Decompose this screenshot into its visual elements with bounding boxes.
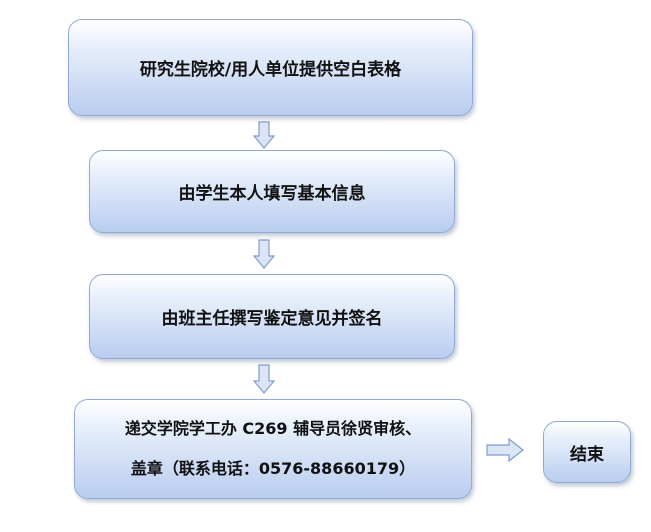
down-arrow-icon xyxy=(253,121,275,149)
down-arrow-icon xyxy=(253,364,275,394)
flow-step-teacher-appraisal: 由班主任撰写鉴定意见并签名 xyxy=(89,274,455,359)
flow-step-submit-office: 递交学院学工办 C269 辅导员徐贤审核、 盖章（联系电话：0576-88660… xyxy=(74,399,472,499)
flow-step-submit-office-line1: 递交学院学工办 C269 辅导员徐贤审核、 xyxy=(124,419,422,438)
flow-step-submit-office-line2: 盖章（联系电话：0576-88660179） xyxy=(130,459,416,478)
flow-step-end-label: 结束 xyxy=(570,444,604,465)
flow-step-provide-form-label: 研究生院校/用人单位提供空白表格 xyxy=(139,60,402,80)
flow-step-student-fill-label: 由学生本人填写基本信息 xyxy=(178,184,366,204)
right-arrow-icon xyxy=(486,438,524,462)
down-arrow-icon xyxy=(253,239,275,269)
flow-step-provide-form: 研究生院校/用人单位提供空白表格 xyxy=(68,19,473,116)
flow-step-student-fill: 由学生本人填写基本信息 xyxy=(89,150,455,233)
flow-step-end: 结束 xyxy=(543,421,631,483)
flow-step-teacher-appraisal-label: 由班主任撰写鉴定意见并签名 xyxy=(161,309,383,329)
